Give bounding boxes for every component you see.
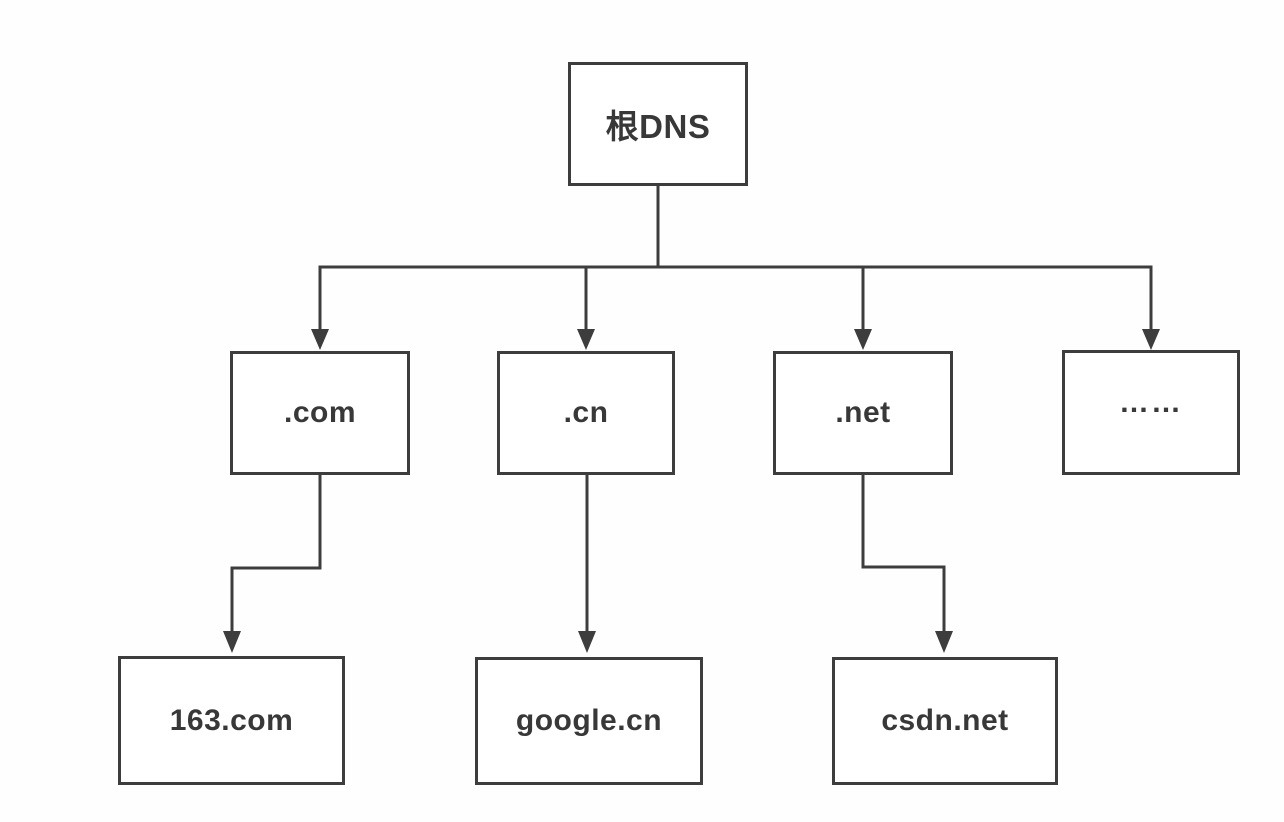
edge-net-csdnnet	[861, 475, 946, 633]
node-root-dns: 根DNS	[568, 62, 748, 186]
node-tld-cn-label: .cn	[563, 396, 609, 429]
arrowhead-dots	[1142, 329, 1160, 350]
arrowhead-com	[311, 329, 329, 350]
arrowhead-cn	[577, 329, 595, 350]
node-domain-163com-label: 163.com	[169, 703, 294, 737]
arrowhead-163com	[223, 631, 241, 653]
node-root-dns-label: 根DNS	[605, 108, 711, 145]
node-tld-net: .net	[773, 351, 953, 475]
node-domain-163com: 163.com	[118, 656, 345, 785]
node-tld-ellipsis-label: ……	[1119, 385, 1183, 419]
arrowhead-net	[854, 329, 872, 350]
node-tld-ellipsis: ……	[1062, 350, 1240, 475]
arrowhead-googlecn	[578, 631, 596, 653]
node-domain-csdnnet-label: csdn.net	[881, 704, 1009, 737]
node-domain-googlecn: google.cn	[475, 657, 703, 785]
node-domain-googlecn-label: google.cn	[515, 704, 663, 737]
node-domain-csdnnet: csdn.net	[832, 657, 1058, 785]
node-tld-cn: .cn	[497, 351, 675, 475]
node-tld-com: .com	[230, 351, 410, 475]
node-tld-com-label: .com	[283, 396, 357, 429]
arrowhead-csdnnet	[935, 631, 953, 653]
edge-com-163com	[230, 475, 322, 633]
node-tld-net-label: .net	[835, 396, 891, 429]
